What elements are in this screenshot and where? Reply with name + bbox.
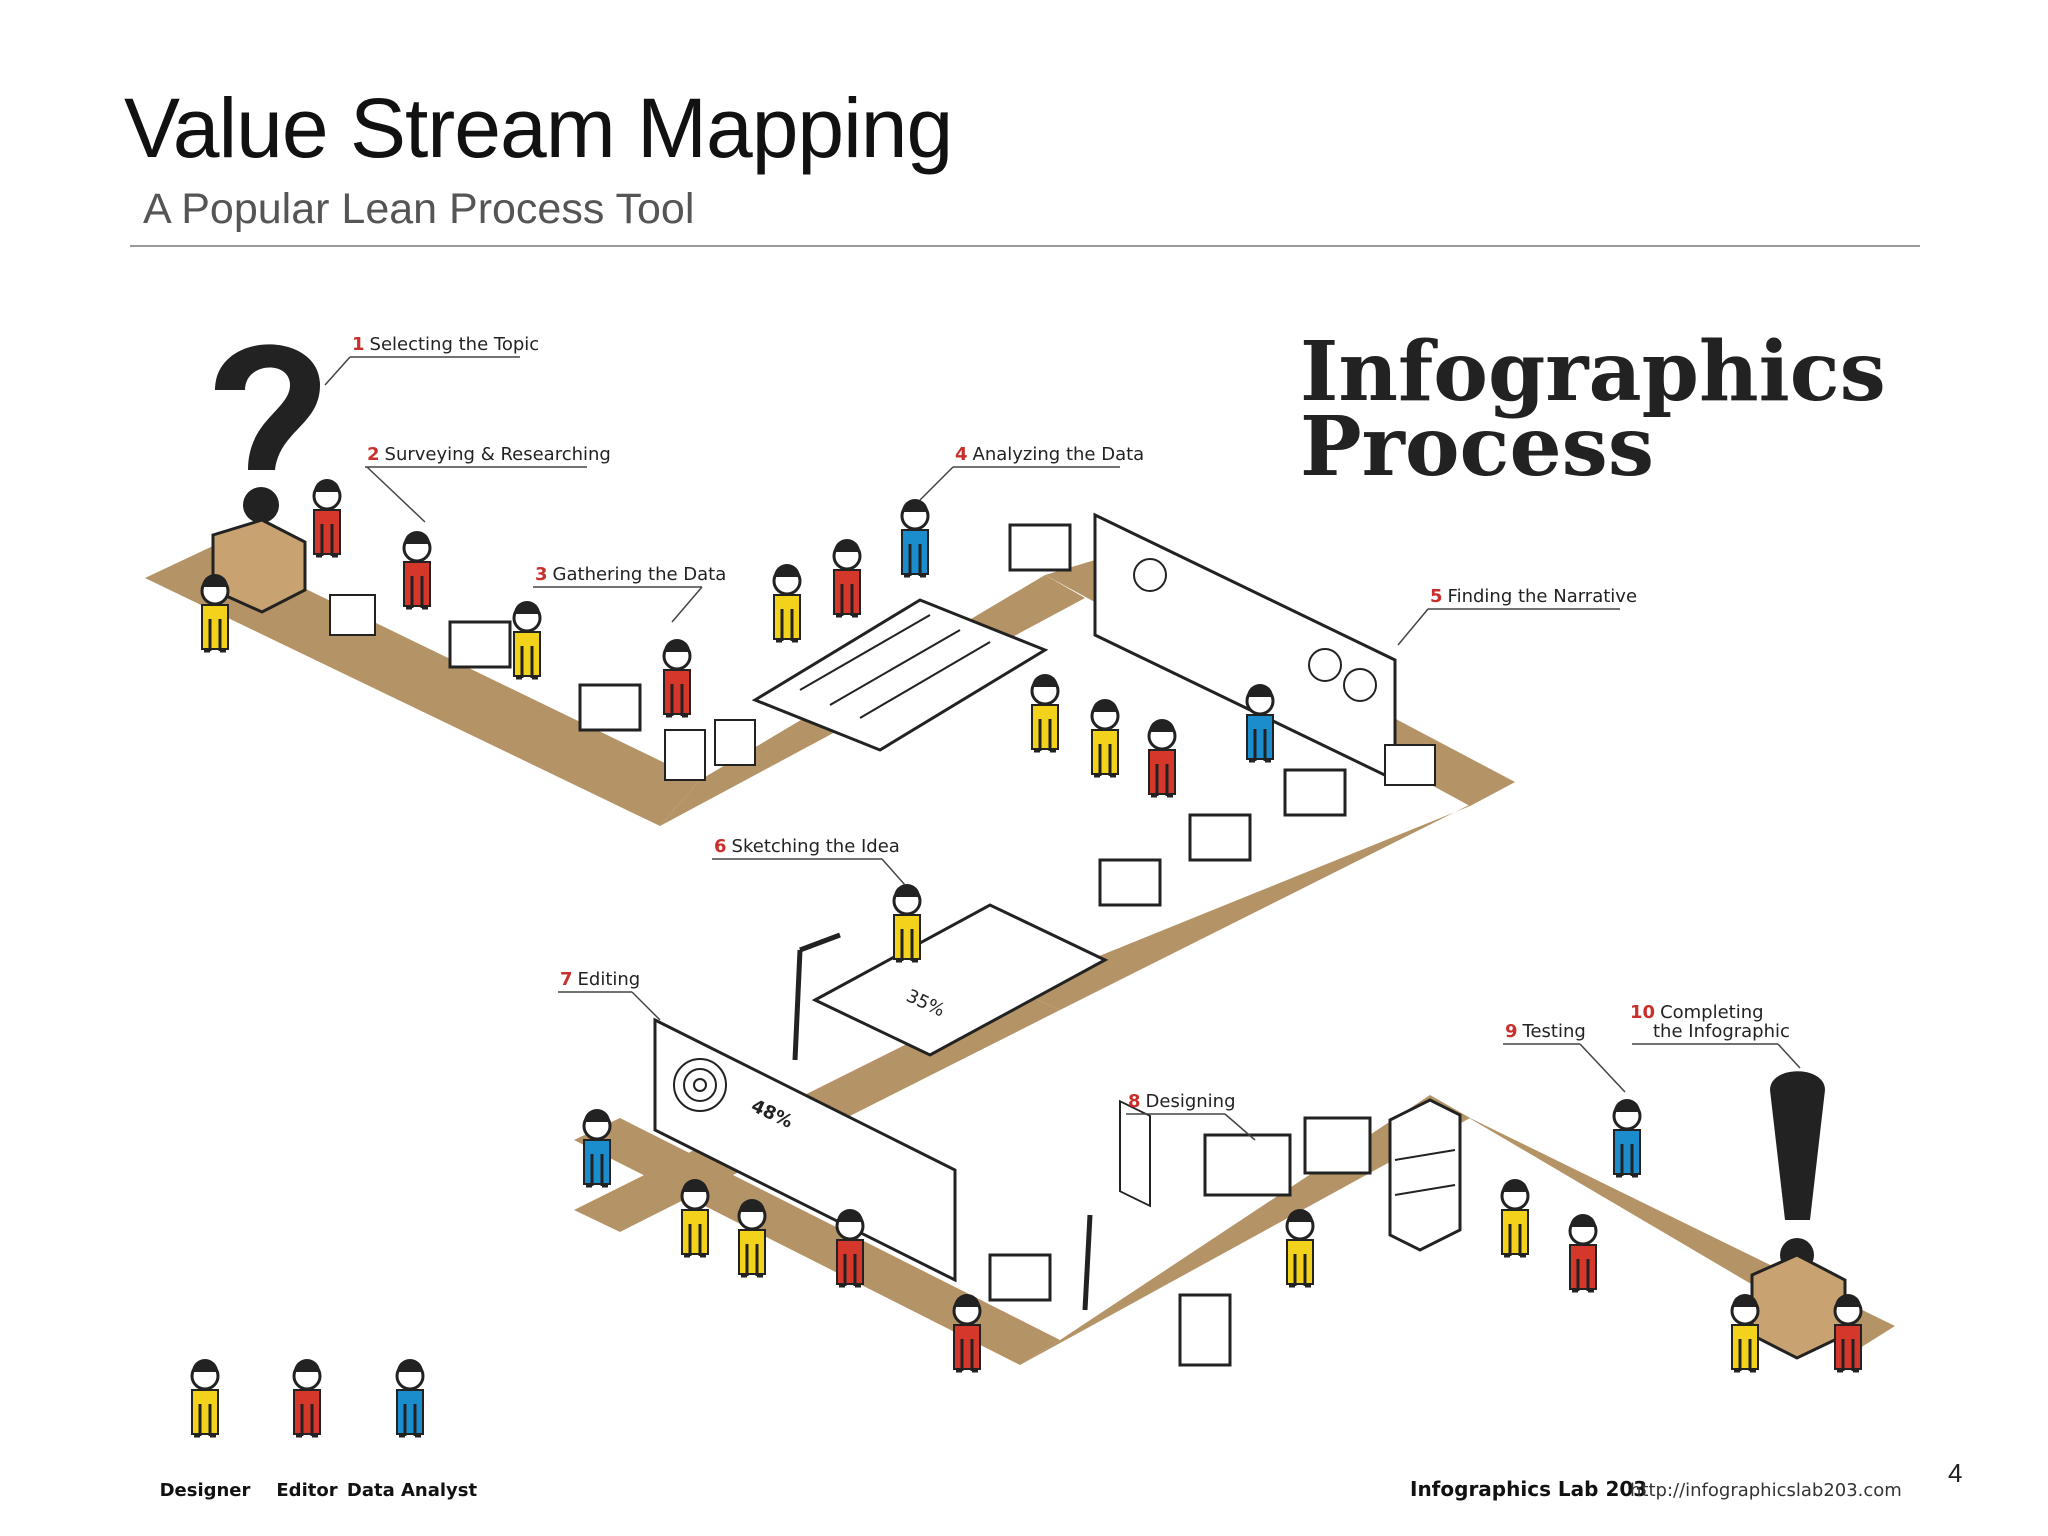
computers: [448, 523, 1347, 1302]
svg-text:Editor: Editor: [276, 1480, 337, 1501]
footer-url[interactable]: http://infographicslab203.com: [1630, 1480, 1902, 1501]
footer-brand: Infographics Lab 203: [1410, 1477, 1647, 1501]
people: [200, 477, 1863, 1373]
slide-number: 4: [1948, 1458, 1963, 1488]
title-divider: [130, 245, 1920, 247]
design-desk: [1082, 1116, 1372, 1367]
legend-data-analyst: Data Analyst: [347, 1357, 478, 1501]
legend-editor: Editor: [276, 1357, 338, 1501]
slide-title: Value Stream Mapping: [124, 81, 953, 175]
question-mark-icon: [211, 344, 320, 614]
analysis-table: [751, 598, 1049, 752]
infographic-heading-line2: Process: [1300, 399, 1654, 495]
slide-subtitle: A Popular Lean Process Tool: [143, 185, 695, 233]
bookshelf: [1388, 1098, 1462, 1252]
sketch-table: 35%: [792, 903, 1109, 1061]
paper-stacks: [329, 594, 1436, 786]
exclamation-mark-icon: [1750, 1071, 1847, 1360]
svg-text:Designer: Designer: [160, 1480, 251, 1501]
legend-designer: Designer: [160, 1357, 251, 1501]
editing-board: 48%: [653, 1017, 957, 1283]
svg-text:the Infographic: the Infographic: [1653, 1021, 1790, 1042]
svg-text:Data Analyst: Data Analyst: [347, 1480, 478, 1501]
infographic-heading-line1: Infographics: [1300, 324, 1886, 420]
legend: Designer Editor Data Analyst: [160, 1357, 478, 1501]
